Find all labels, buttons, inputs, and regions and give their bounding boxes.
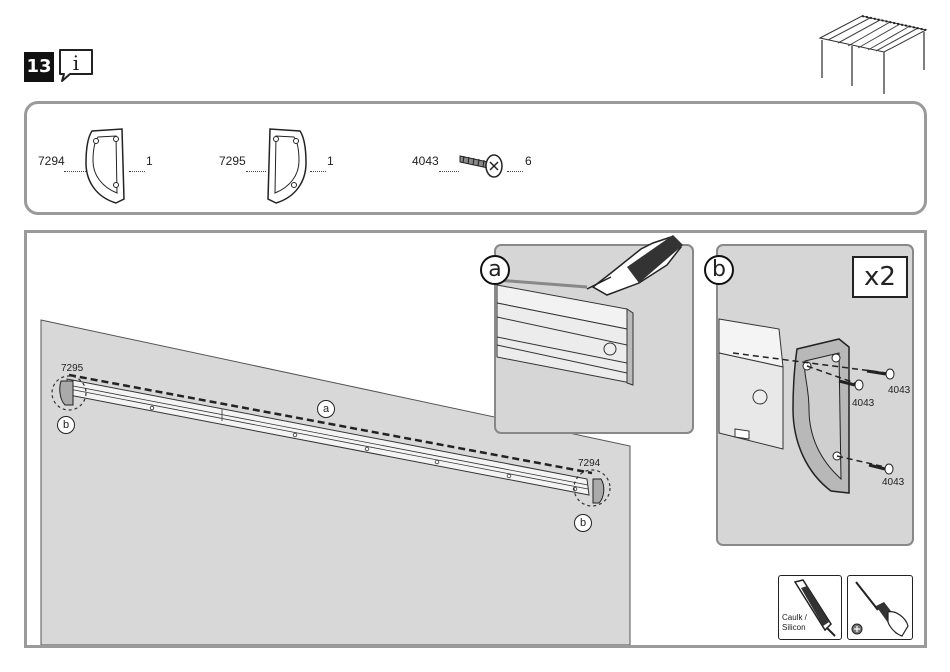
part-qty-4043: 6 (525, 154, 532, 168)
part-qty-7294: 1 (146, 154, 153, 168)
right-cap-code: 7294 (578, 458, 600, 469)
part-dots (507, 171, 523, 172)
screw-label: 4043 (882, 477, 904, 488)
end-cap-7294-icon (82, 127, 128, 205)
part-code-4043: 4043 (412, 154, 439, 168)
svg-text:i: i (73, 51, 79, 75)
pergola-overview-icon (812, 8, 930, 98)
part-dots (439, 171, 459, 172)
screw-label: 4043 (852, 398, 874, 409)
part-code-7294: 7294 (38, 154, 65, 168)
left-cap-code: 7295 (61, 363, 83, 374)
screw-icon (458, 148, 506, 180)
caulk-tool-box: Caulk / Silicon (778, 575, 842, 640)
end-cap-7295-icon (264, 127, 310, 205)
part-dots (246, 171, 266, 172)
caulk-label-2: Silicon (782, 623, 806, 632)
part-dots (129, 171, 145, 172)
screw-label: 4043 (888, 385, 910, 396)
multiplier-badge: x2 (852, 256, 908, 298)
screwdriver-icon (848, 576, 912, 639)
caulk-label-1: Caulk / (782, 613, 807, 622)
label-b-left: b (57, 416, 75, 434)
info-icon: i (56, 46, 96, 84)
label-a: a (317, 400, 335, 418)
detail-b-label: b (704, 255, 734, 285)
detail-a-label: a (480, 255, 510, 285)
step-number: 13 (24, 52, 54, 82)
part-dots (310, 171, 326, 172)
screwdriver-tool-box (847, 575, 913, 640)
part-qty-7295: 1 (327, 154, 334, 168)
label-b-right: b (574, 514, 592, 532)
part-code-7295: 7295 (219, 154, 246, 168)
